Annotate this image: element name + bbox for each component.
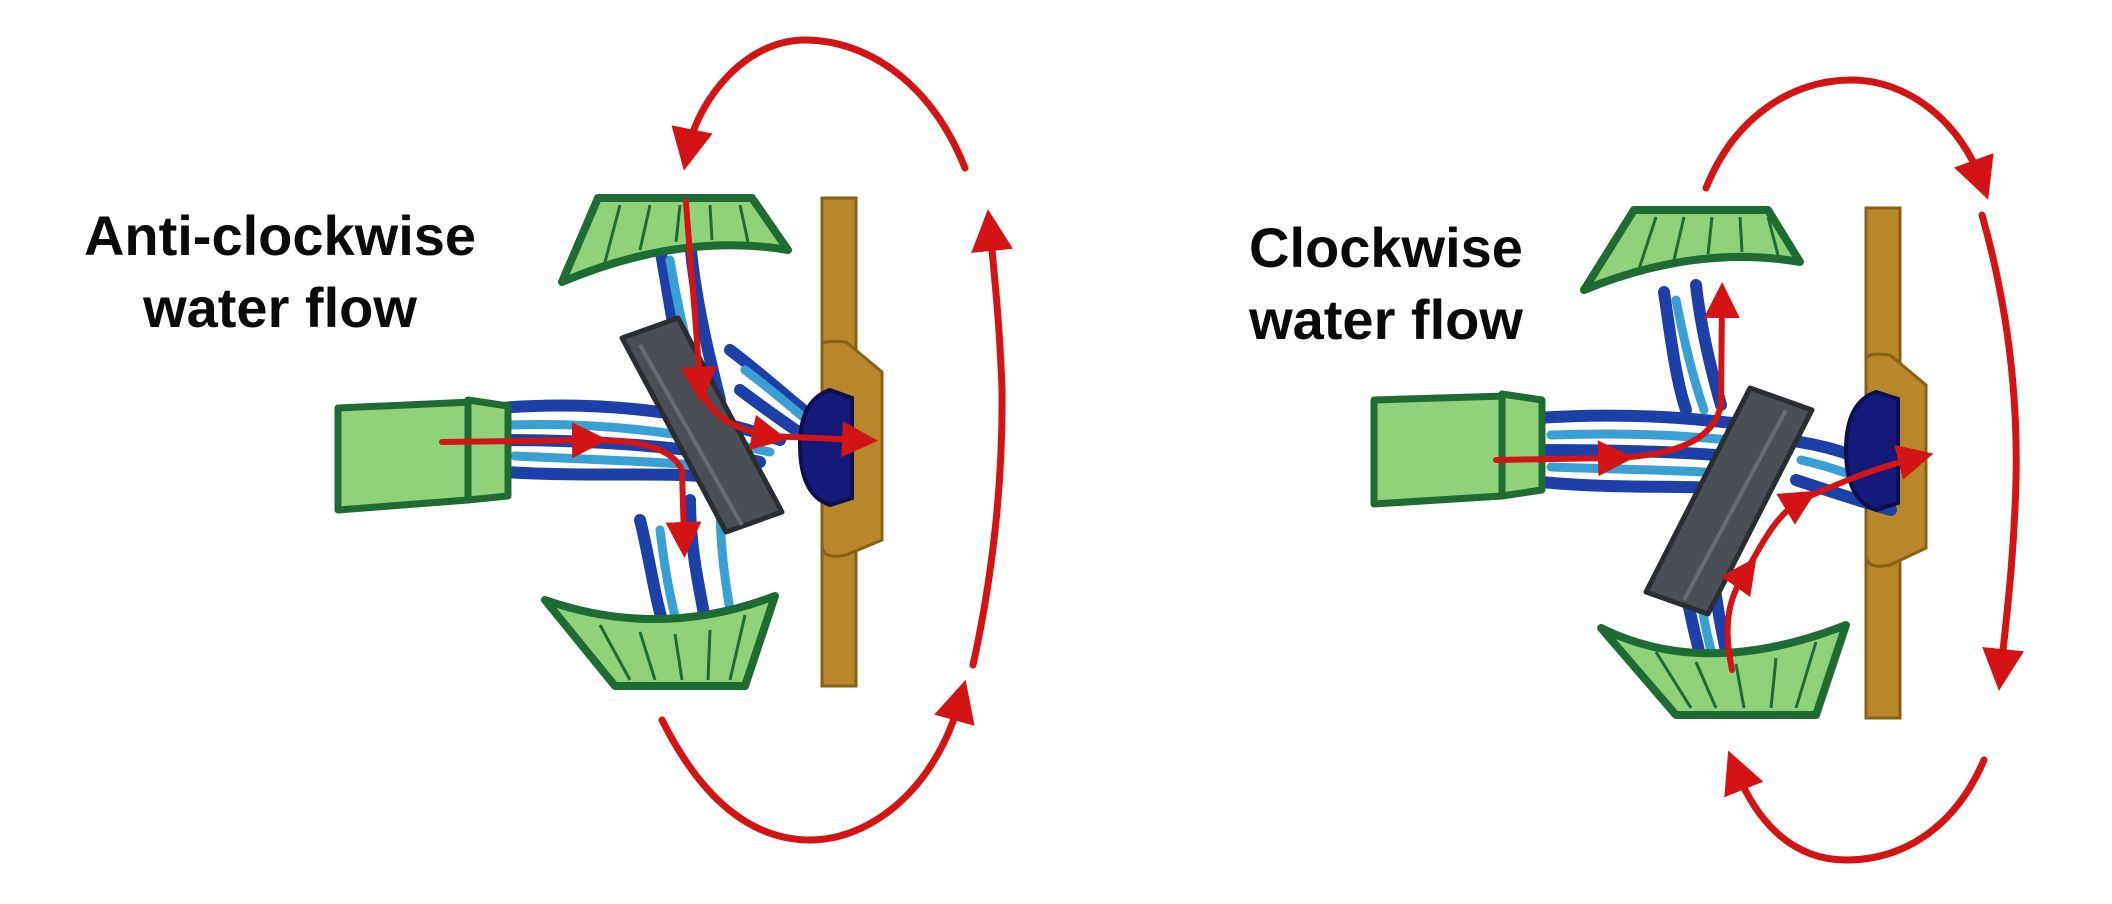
anticlockwise-diagram xyxy=(334,36,1013,844)
anticlockwise-label-line2: water flow xyxy=(143,276,417,339)
left-cone xyxy=(1370,390,1546,508)
cup xyxy=(1843,389,1900,513)
inner-flow-arrows xyxy=(1493,282,1934,673)
top-cone xyxy=(558,194,792,286)
bottom-cone xyxy=(1597,621,1850,719)
clockwise-label-line2: water flow xyxy=(1249,288,1523,351)
clockwise-diagram xyxy=(1370,76,2024,864)
top-cone xyxy=(1580,206,1804,294)
outer-cycle-arrows xyxy=(658,36,1013,844)
cup xyxy=(797,387,854,508)
clockwise-label-line1: Clockwise xyxy=(1249,216,1523,279)
inner-flow-arrows xyxy=(439,199,878,558)
anticlockwise-panel: Anti-clockwise water flow xyxy=(60,36,1013,844)
flap xyxy=(619,315,785,535)
clockwise-label: Clockwise water flow xyxy=(1216,212,1556,356)
clockwise-panel: Clockwise water flow xyxy=(1056,0,2112,904)
flap xyxy=(1643,385,1815,617)
outer-cycle-arrows xyxy=(1702,76,2024,864)
anticlockwise-label-line1: Anti-clockwise xyxy=(83,204,477,267)
bottom-cone xyxy=(541,592,779,690)
anticlockwise-label: Anti-clockwise water flow xyxy=(60,200,500,344)
left-cone xyxy=(334,396,512,514)
